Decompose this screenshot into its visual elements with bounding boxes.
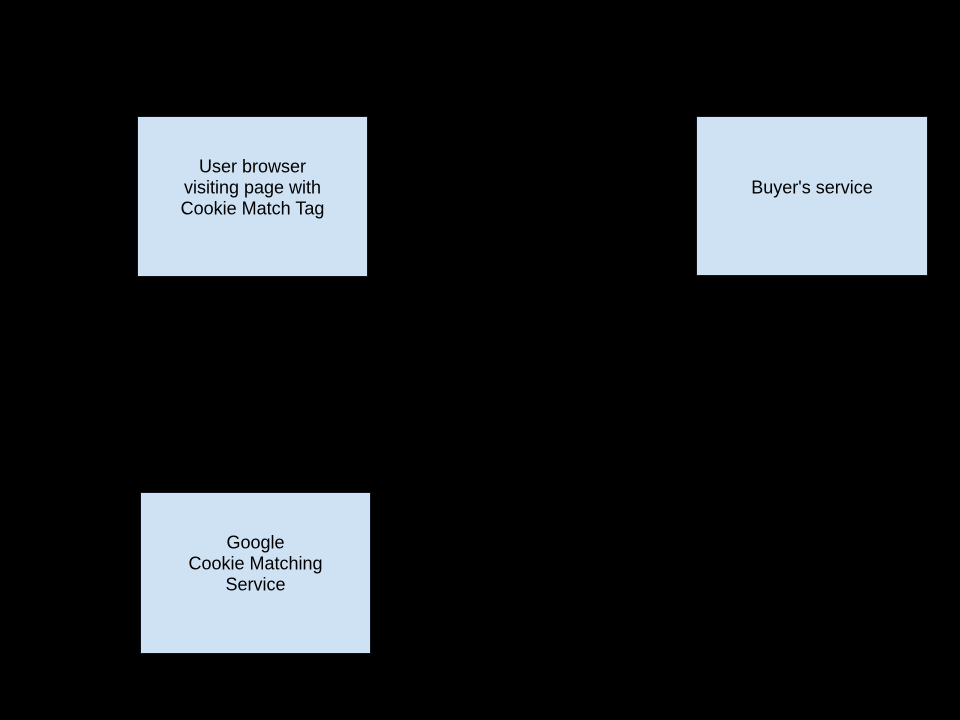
label-line: User browser: [198, 156, 307, 177]
label-line: Cookie Matching: [188, 553, 323, 574]
label-line: Google: [226, 532, 285, 553]
node-google-cookie-matching-service-label: Google Cookie Matching Service: [141, 533, 370, 596]
node-user-browser-label: User browser visiting page with Cookie M…: [138, 157, 367, 220]
label-line: Service: [225, 574, 286, 595]
node-buyers-service: Buyer's service: [696, 116, 928, 276]
label-line: Cookie Match Tag: [180, 198, 325, 219]
node-buyers-service-label: Buyer's service: [697, 178, 927, 199]
label-line: visiting page with: [183, 177, 322, 198]
node-user-browser: User browser visiting page with Cookie M…: [137, 116, 368, 277]
node-google-cookie-matching-service: Google Cookie Matching Service: [140, 492, 371, 654]
label-line: Buyer's service: [751, 177, 873, 198]
